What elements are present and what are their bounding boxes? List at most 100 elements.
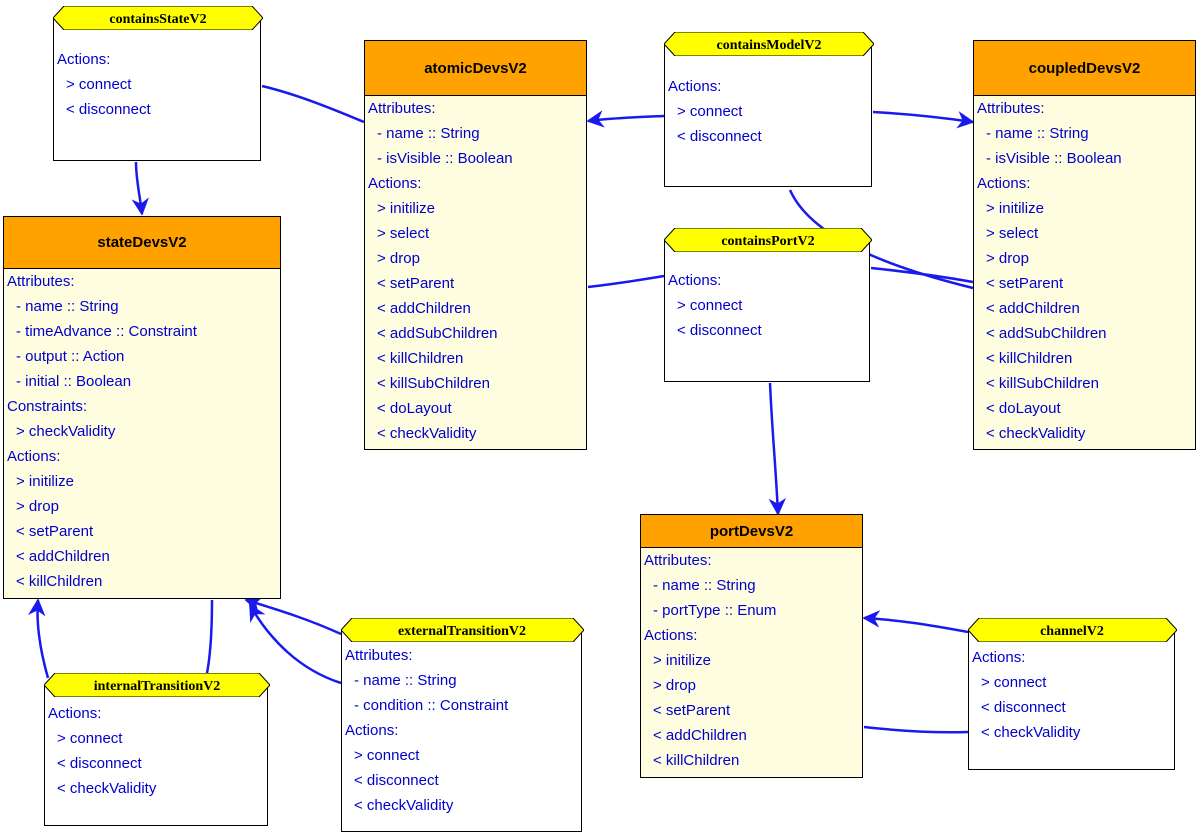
action-item: < addChildren <box>653 727 747 744</box>
edge-internal-from <box>204 599 214 679</box>
attribute-item: - name :: String <box>377 125 480 142</box>
actions-label: Actions: <box>668 78 722 95</box>
action-item: > initilize <box>377 200 435 217</box>
action-item: > select <box>377 225 430 242</box>
relation-containsPortV2[interactable]: containsPortV2 Actions: > connect < disc… <box>664 228 872 382</box>
actions-label: Actions: <box>48 705 102 722</box>
actions-label: Actions: <box>368 175 422 192</box>
edge-containsState-to-atomic <box>261 84 365 124</box>
actions-label: Actions: <box>345 722 399 739</box>
action-item: < disconnect <box>57 755 142 772</box>
attributes-label: Attributes: <box>644 552 712 569</box>
action-item: > connect <box>57 730 123 747</box>
attributes-label: Attributes: <box>7 273 75 290</box>
action-item: > initilize <box>986 200 1044 217</box>
attribute-item: - name :: String <box>354 672 457 689</box>
action-item: < addChildren <box>377 300 471 317</box>
class-header: atomicDevsV2 <box>365 41 586 96</box>
actions-label: Actions: <box>972 649 1026 666</box>
attribute-item: - isVisible :: Boolean <box>377 150 513 167</box>
attribute-item: - name :: String <box>986 125 1089 142</box>
action-item: < checkValidity <box>981 724 1081 741</box>
action-item: < disconnect <box>66 101 151 118</box>
action-item: > connect <box>354 747 420 764</box>
class-header: coupledDevsV2 <box>974 41 1195 96</box>
class-header: stateDevsV2 <box>4 217 280 269</box>
edge-containsModel-to-coupled <box>872 110 975 129</box>
actions-label: Actions: <box>977 175 1031 192</box>
class-header: portDevsV2 <box>641 515 862 548</box>
attribute-item: - condition :: Constraint <box>354 697 509 714</box>
edge-containsPort-to-port <box>768 382 787 516</box>
action-item: < killSubChildren <box>986 375 1099 392</box>
attribute-item: - initial :: Boolean <box>16 373 132 390</box>
attribute-item: - timeAdvance :: Constraint <box>16 323 197 340</box>
action-item: < disconnect <box>677 128 762 145</box>
relation-externalTransitionV2[interactable]: externalTransitionV2 Attributes: - name … <box>341 618 584 832</box>
action-item: > connect <box>677 103 743 120</box>
action-item: < setParent <box>16 523 94 540</box>
edge-external-to-state <box>248 603 342 685</box>
action-item: < doLayout <box>986 400 1061 417</box>
constraints-label: Constraints: <box>7 398 88 415</box>
action-item: < checkValidity <box>57 780 157 797</box>
edge-containsModel-to-atomic <box>586 110 665 128</box>
action-item: > initilize <box>16 473 74 490</box>
action-item: > initilize <box>653 652 711 669</box>
attribute-item: - isVisible :: Boolean <box>986 150 1122 167</box>
action-item: < doLayout <box>377 400 452 417</box>
edge-containsState-to-state <box>131 161 149 216</box>
action-item: < disconnect <box>354 772 439 789</box>
action-item: < checkValidity <box>986 425 1086 442</box>
action-item: < setParent <box>377 275 455 292</box>
action-item: < addChildren <box>986 300 1080 317</box>
attribute-item: - name :: String <box>653 577 756 594</box>
relation-internalTransitionV2[interactable]: internalTransitionV2 Actions: > connect … <box>44 673 270 826</box>
actions-label: Actions: <box>644 627 698 644</box>
action-item: > connect <box>981 674 1047 691</box>
action-item: < addChildren <box>16 548 110 565</box>
action-item: < killChildren <box>377 350 464 367</box>
actions-label: Actions: <box>57 51 111 68</box>
attributes-label: Attributes: <box>345 647 413 664</box>
edge-containsPort-to-atomic <box>587 274 665 289</box>
edge-containsPort-to-coupled <box>870 266 974 284</box>
attribute-item: - name :: String <box>16 298 119 315</box>
action-item: > drop <box>16 498 59 515</box>
action-item: < killChildren <box>986 350 1073 367</box>
action-item: < disconnect <box>677 322 762 339</box>
action-item: > drop <box>653 677 696 694</box>
action-item: < addSubChildren <box>377 325 498 342</box>
edge-channel-to-port <box>862 610 969 634</box>
actions-label: Actions: <box>668 272 722 289</box>
class-atomicDevsV2[interactable]: atomicDevsV2 Attributes: - name :: Strin… <box>364 40 587 450</box>
edge-external-from <box>244 596 342 636</box>
action-item: < checkValidity <box>377 425 477 442</box>
attributes-label: Attributes: <box>368 100 436 117</box>
attribute-item: - output :: Action <box>16 348 125 365</box>
constraint-item: > checkValidity <box>16 423 116 440</box>
class-portDevsV2[interactable]: portDevsV2 Attributes: - name :: String … <box>640 514 863 778</box>
relation-containsStateV2[interactable]: containsStateV2 Actions: > connect < dis… <box>53 6 263 161</box>
action-item: < setParent <box>653 702 731 719</box>
action-item: < killChildren <box>16 573 103 590</box>
class-stateDevsV2[interactable]: stateDevsV2 Attributes: - name :: String… <box>3 216 281 599</box>
action-item: < setParent <box>986 275 1064 292</box>
edge-channel-from-port <box>863 725 969 734</box>
edge-internal-to-state <box>28 598 50 679</box>
relation-channelV2[interactable]: channelV2 Actions: > connect < disconnec… <box>968 618 1177 770</box>
attribute-item: - portType :: Enum <box>653 602 777 619</box>
action-item: > drop <box>986 250 1029 267</box>
actions-label: Actions: <box>7 448 61 465</box>
action-item: > select <box>986 225 1039 242</box>
action-item: < killSubChildren <box>377 375 490 392</box>
action-item: < checkValidity <box>354 797 454 814</box>
action-item: < killChildren <box>653 752 740 769</box>
action-item: < disconnect <box>981 699 1066 716</box>
relation-containsModelV2[interactable]: containsModelV2 Actions: > connect < dis… <box>664 32 874 187</box>
action-item: > connect <box>66 76 132 93</box>
class-coupledDevsV2[interactable]: coupledDevsV2 Attributes: - name :: Stri… <box>973 40 1196 450</box>
action-item: < addSubChildren <box>986 325 1107 342</box>
action-item: > connect <box>677 297 743 314</box>
action-item: > drop <box>377 250 420 267</box>
